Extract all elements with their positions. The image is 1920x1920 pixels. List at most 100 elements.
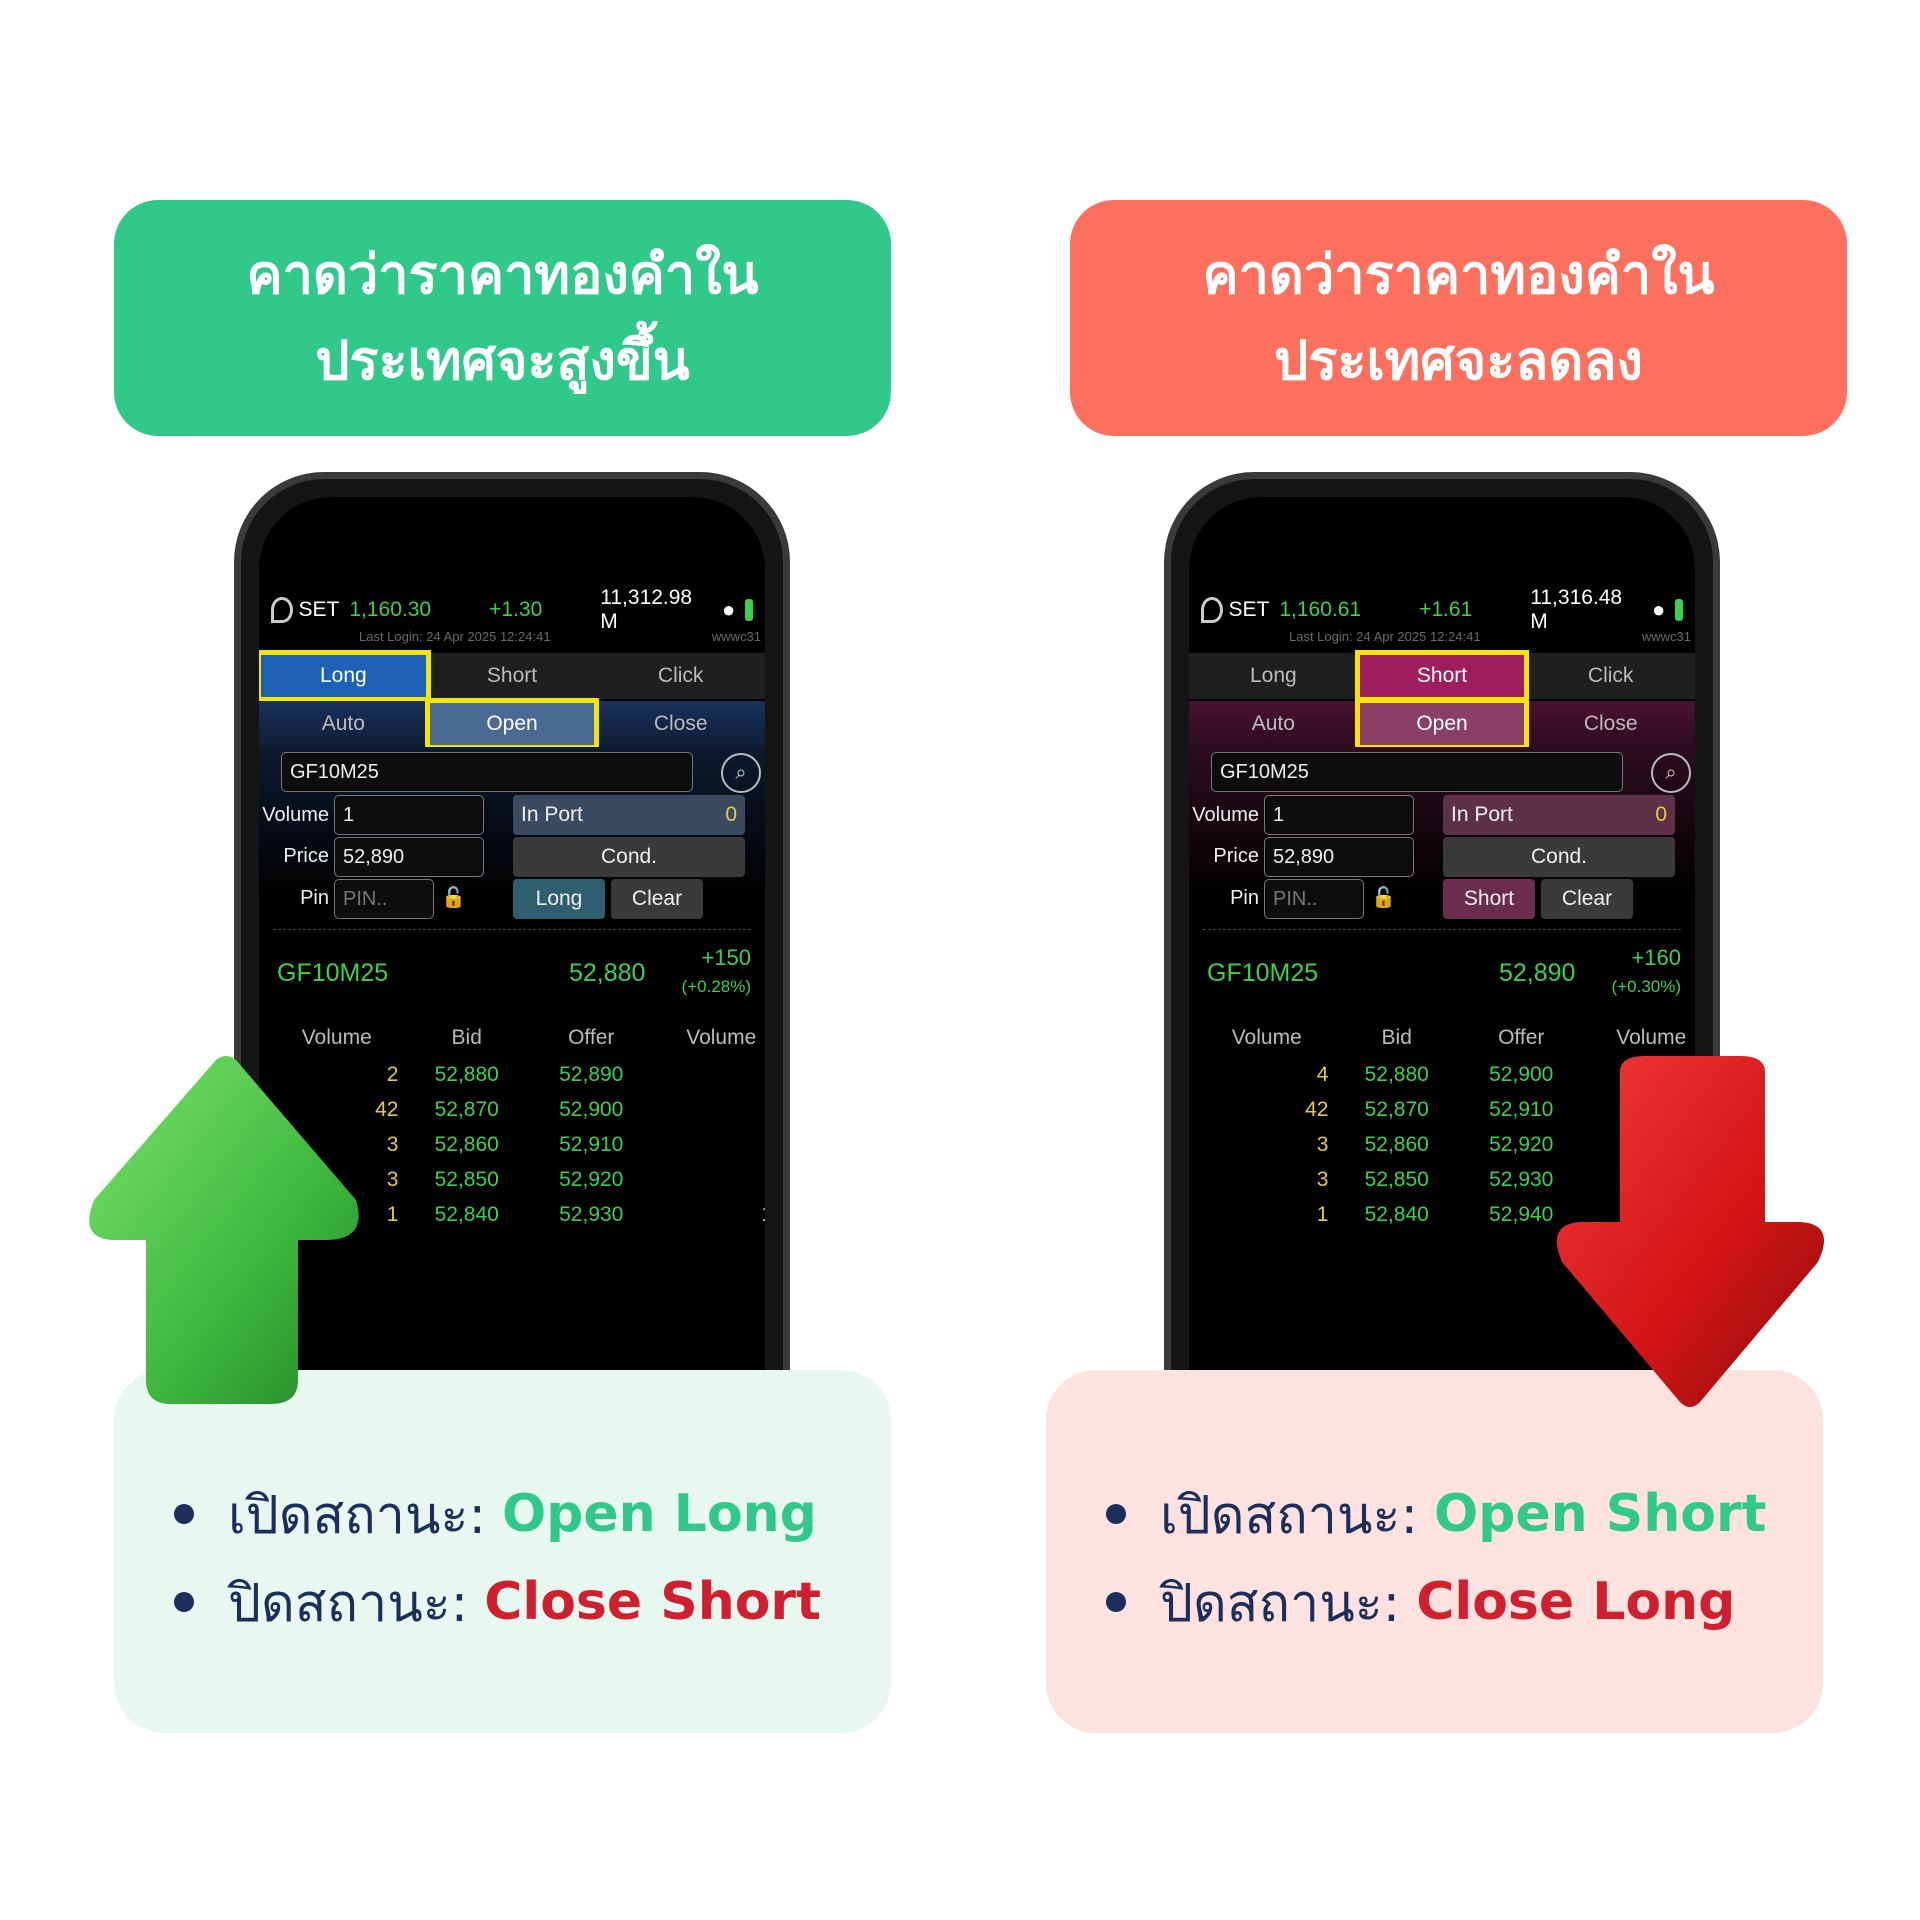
set-change: +1.30 [489, 598, 543, 621]
tab-short[interactable]: Short [486, 664, 538, 687]
price-input[interactable]: 52,890 [1264, 837, 1414, 877]
tab-click[interactable]: Click [657, 664, 704, 687]
bullet-value: Close Short [484, 1572, 821, 1632]
tab-close[interactable]: Close [653, 712, 708, 735]
mode-tabs: Auto Open Close [1189, 698, 1695, 750]
mode-tabs: Auto Open Close [259, 698, 765, 750]
status-bar: SET 1,160.61 +1.61 11,316.48 M ● [1201, 586, 1683, 633]
volume-label: Volume [1192, 804, 1259, 826]
bid-price: 52,870 [434, 1097, 499, 1121]
col-bid: Bid [1381, 1026, 1412, 1049]
lock-icon[interactable]: 🔓 [441, 887, 466, 909]
short-button[interactable]: Short [1443, 879, 1535, 919]
header-banner-down: คาดว่าราคาทองคำใน ประเทศจะลดลง [1070, 200, 1847, 436]
bullet-dot [1106, 1592, 1126, 1612]
bullet-label: เปิดสถานะ: [228, 1485, 486, 1546]
battery-icon [745, 599, 753, 621]
set-change: +1.61 [1419, 598, 1473, 621]
user-id: wwwc31 [711, 629, 761, 644]
bid-price: 52,840 [1364, 1202, 1429, 1226]
tab-auto[interactable]: Auto [321, 712, 365, 735]
header-text: คาดว่าราคาทองคำใน ประเทศจะสูงขึ้น [246, 243, 759, 392]
offer-price: 52,910 [559, 1132, 624, 1156]
login-info: Last Login: 24 Apr 2025 12:24:41 wwwc31 [359, 629, 761, 644]
col-bid-volume: Volume [301, 1026, 372, 1049]
app-logo-icon [271, 597, 293, 623]
price-input[interactable]: 52,890 [334, 837, 484, 877]
symbol-input[interactable]: GF10M25 [281, 752, 693, 792]
bullet-value: Open Long [501, 1484, 817, 1544]
long-button[interactable]: Long [513, 879, 605, 919]
pin-input[interactable]: PIN.. [1264, 879, 1364, 919]
tab-click[interactable]: Click [1587, 664, 1634, 687]
user-icon[interactable]: ● [1651, 597, 1666, 622]
quote-symbol: GF10M25 [277, 959, 389, 987]
quote-row: GF10M25 52,880 +150 (+0.28%) [259, 937, 765, 1007]
tab-open[interactable]: Open [1354, 698, 1530, 750]
phone-screen: SET 1,160.30 +1.30 11,312.98 M ● Last Lo… [259, 497, 765, 1372]
tab-auto[interactable]: Auto [1251, 712, 1295, 735]
user-icon[interactable]: ● [721, 597, 736, 622]
bullet-open: เปิดสถานะ:Open Long [174, 1470, 891, 1558]
search-icon[interactable]: ⌕ [721, 753, 761, 793]
quote-change: +150 [701, 945, 751, 970]
col-offer: Offer [568, 1026, 615, 1049]
cond-button[interactable]: Cond. [513, 837, 745, 877]
cond-button[interactable]: Cond. [1443, 837, 1675, 877]
bid-volume: 2 [386, 1062, 399, 1086]
col-offer-volume: Volume [1616, 1026, 1687, 1049]
last-login: Last Login: 24 Apr 2025 12:24:41 [359, 629, 551, 644]
bid-volume: 4 [1316, 1062, 1329, 1086]
quote-price: 52,890 [1499, 959, 1576, 987]
market-volume: 11,316.48 M [1530, 586, 1623, 633]
pin-input[interactable]: PIN.. [334, 879, 434, 919]
inport-value: 0 [725, 803, 737, 826]
volume-input[interactable]: 1 [334, 795, 484, 835]
bid-volume: 42 [375, 1097, 399, 1121]
search-icon[interactable]: ⌕ [1651, 753, 1691, 793]
volume-input[interactable]: 1 [1264, 795, 1414, 835]
clear-button[interactable]: Clear [611, 879, 703, 919]
tab-long[interactable]: Long [259, 650, 431, 702]
col-bid-volume: Volume [1231, 1026, 1302, 1049]
bid-price: 52,860 [434, 1132, 499, 1156]
bullet-dot [1106, 1504, 1126, 1524]
quote-change: +160 [1631, 945, 1681, 970]
offer-price: 52,940 [1489, 1202, 1554, 1226]
tab-close[interactable]: Close [1583, 712, 1638, 735]
clear-button[interactable]: Clear [1541, 879, 1633, 919]
lock-icon[interactable]: 🔓 [1371, 887, 1396, 909]
offer-price: 52,920 [559, 1167, 624, 1191]
bid-price: 52,850 [434, 1167, 499, 1191]
tab-long[interactable]: Long [1249, 664, 1297, 687]
inport-label: In Port [1451, 803, 1513, 826]
offer-volume: 11 [654, 1197, 765, 1232]
bullet-label: ปิดสถานะ: [228, 1573, 469, 1634]
col-offer: Offer [1498, 1026, 1545, 1049]
bullet-dot [174, 1504, 194, 1524]
info-box-down: เปิดสถานะ:Open Short ปิดสถานะ:Close Long [1046, 1370, 1823, 1733]
tab-open[interactable]: Open [424, 698, 600, 750]
inport-box: In Port 0 [513, 795, 745, 835]
tab-short[interactable]: Short [1354, 650, 1530, 702]
arrow-down-icon [1556, 1056, 1824, 1407]
symbol-input[interactable]: GF10M25 [1211, 752, 1623, 792]
inport-box: In Port 0 [1443, 795, 1675, 835]
quote-percent: (+0.30%) [1611, 977, 1681, 996]
header-banner-up: คาดว่าราคาทองคำใน ประเทศจะสูงขึ้น [114, 200, 891, 436]
set-label: SET [298, 598, 340, 621]
bullet-label: เปิดสถานะ: [1160, 1485, 1418, 1546]
last-login: Last Login: 24 Apr 2025 12:24:41 [1289, 629, 1481, 644]
